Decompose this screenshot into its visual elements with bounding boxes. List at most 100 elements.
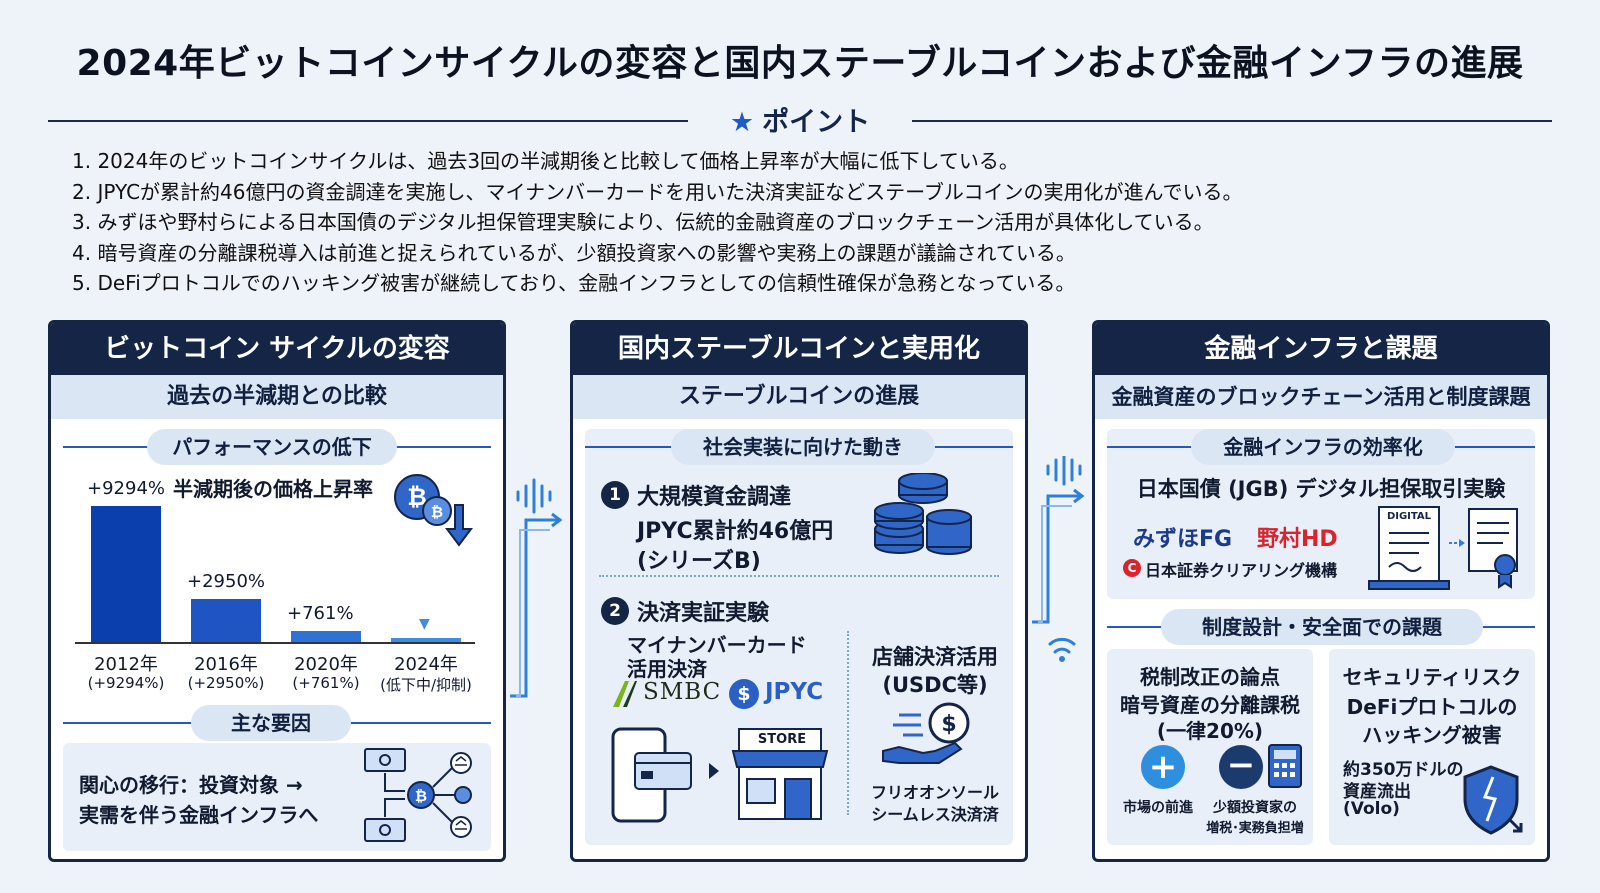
digital-label: DIGITAL — [1386, 511, 1432, 522]
tax-box: 税制改正の論点 暗号資産の分離課税 (一律20%) + − 市場の前進 少額投資… — [1107, 649, 1313, 845]
chart-bar-2020 — [291, 631, 361, 642]
plus-caption: 市場の前進 — [1123, 800, 1193, 816]
chart-bar-2024 — [391, 638, 461, 642]
item1-line: (シリーズB) — [637, 549, 761, 574]
plus-icon: + — [1141, 745, 1185, 789]
chart-category-label: 2024年 — [394, 654, 458, 675]
broken-shield-icon — [1463, 765, 1523, 835]
chart-category-note: (低下中/抑制) — [380, 676, 472, 694]
mizuho-logo-text: みずほFG — [1133, 527, 1233, 552]
chart-category-label: 2016年 — [194, 654, 258, 675]
chart-value-label: +9294% — [87, 478, 165, 499]
panel-title: ビットコイン サイクルの変容 — [51, 323, 503, 375]
chart-value-label: +761% — [287, 603, 354, 624]
point-item: 1. 2024年のビットコインサイクルは、過去3回の半減期後と比較して価格上昇率… — [72, 149, 1019, 173]
security-line: DeFiプロトコルの — [1346, 695, 1518, 719]
bar-chart: +9294% +2950% +761% ▼ 2012年 2016年 2020年 … — [75, 468, 475, 698]
money-to-infrastructure-icon: ₿ — [364, 748, 472, 842]
points-list: 1. 2024年のビットコインサイクルは、過去3回の半減期後と比較して価格上昇率… — [72, 146, 1532, 299]
store-label: STORE — [757, 732, 807, 747]
item1-line: JPYC累計約46億円 — [637, 519, 834, 544]
step-number-2: 2 — [601, 597, 629, 625]
connector-arrow — [510, 478, 563, 698]
factors-box: 関心の移行：投資対象 → 実需を伴う金融インフラへ ₿ — [63, 743, 491, 851]
panel-subtitle: 金融資産のブロックチェーン活用と制度課題 — [1095, 375, 1547, 419]
dotted-divider — [599, 575, 999, 577]
svg-text:₿: ₿ — [415, 787, 427, 805]
dotted-divider-vertical — [847, 631, 849, 815]
panel-stablecoin: 国内ステーブルコインと実用化 ステーブルコインの進展 社会実装に向けた動き 1 … — [570, 320, 1028, 862]
jpyc-logo-text: JPYC — [765, 679, 824, 705]
jasdec-logo-text: 日本証券クリアリング機構 — [1145, 561, 1338, 580]
bitcoin-down-icon: ₿ ₿ — [394, 474, 473, 547]
page-title: 2024年ビットコインサイクルの変容と国内ステーブルコインおよび金融インフラの進… — [76, 43, 1524, 84]
chart-bar-2016 — [191, 599, 261, 642]
security-title: セキュリティリスク — [1342, 665, 1522, 689]
calculator-icon — [1268, 744, 1302, 788]
section-header-performance: パフォーマンスの低下 — [63, 429, 491, 465]
panel-title: 国内ステーブルコインと実用化 — [573, 323, 1025, 375]
chart-bar-2012 — [91, 506, 161, 642]
security-line: ハッキング被害 — [1362, 723, 1502, 747]
tax-line: 暗号資産の分離課税 — [1120, 693, 1300, 717]
shop-caption: フリオオンソール — [870, 783, 999, 802]
svg-text:₿: ₿ — [407, 483, 427, 511]
coin-stack-icon — [874, 473, 972, 555]
tax-title: 税制改正の論点 — [1140, 665, 1280, 689]
chart-baseline — [75, 642, 475, 644]
point-item: 5. DeFiプロトコルでのハッキング被害が継続しており、金融インフラとしての信… — [72, 271, 1076, 295]
points-header: ★ポイント — [729, 107, 871, 138]
jgb-title: 日本国債 (JGB) デジタル担保取引実験 — [1136, 477, 1506, 501]
chart-category-note: (+2950%) — [187, 674, 265, 692]
tax-line: (一律20%) — [1156, 719, 1264, 743]
divider-right — [912, 120, 1552, 122]
minus-icon: − — [1219, 745, 1263, 789]
section-header-issues: 制度設計・安全面での課題 — [1107, 609, 1535, 645]
star-icon: ★ — [729, 107, 755, 138]
panel-bitcoin-cycle: ビットコイン サイクルの変容 過去の半減期との比較 パフォーマンスの低下 半減期… — [48, 320, 506, 862]
chart-category-label: 2020年 — [294, 654, 358, 675]
hand-coin-icon: $ — [882, 702, 970, 764]
section-header-implementation: 社会実装に向けた動き — [585, 429, 1013, 465]
nomura-logo-text: 野村HD — [1257, 527, 1338, 552]
chart-category-note: (+761%) — [292, 674, 360, 692]
connector-arrow — [1032, 456, 1085, 662]
section-header-factors: 主な要因 — [63, 705, 491, 741]
panel-subtitle: 過去の半減期との比較 — [51, 375, 503, 419]
shop-title: (USDC等) — [882, 673, 988, 697]
security-detail: (Volo) — [1343, 799, 1400, 819]
chart-category-note: (+9294%) — [87, 674, 165, 692]
security-detail: 資産流出 — [1343, 782, 1411, 802]
chart-label: 半減期後の価格上昇率 — [173, 477, 373, 501]
minus-caption: 少額投資家の — [1213, 800, 1297, 816]
point-item: 3. みずほや野村らによる日本国債のデジタル担保管理実験により、伝統的金融資産の… — [72, 210, 1214, 234]
security-box: セキュリティリスク DeFiプロトコルの ハッキング被害 約350万ドルの 資産… — [1329, 649, 1535, 845]
svg-text:$: $ — [941, 712, 956, 737]
item2-title: 決済実証実験 — [637, 601, 770, 626]
jpyc-logo-icon: $ — [729, 679, 759, 709]
smbc-logo-text: SMBC — [643, 679, 722, 705]
point-item: 2. JPYCが累計約46億円の資金調達を実施し、マイナンバーカードを用いた決済… — [72, 179, 1243, 204]
factor-text: 関心の移行：投資対象 → — [79, 773, 303, 797]
chart-category-label: 2012年 — [94, 654, 158, 675]
shop-caption: シームレス決済済 — [871, 805, 999, 824]
divider-left — [48, 120, 688, 122]
point-item: 4. 暗号資産の分離課税導入は前進と捉えられているが、少額投資家への影響や実務上… — [72, 240, 1076, 265]
section-header-efficiency: 金融インフラの効率化 — [1107, 429, 1535, 465]
chart-down-marker: ▼ — [419, 616, 430, 632]
shop-title: 店舗決済活用 — [872, 645, 998, 669]
panel-financial-infra: 金融インフラと課題 金融資産のブロックチェーン活用と制度課題 金融インフラの効率… — [1092, 320, 1550, 862]
minus-caption: 増税･実務負担増 — [1206, 821, 1304, 836]
panel-title: 金融インフラと課題 — [1095, 323, 1547, 375]
svg-text:₿: ₿ — [431, 503, 443, 521]
digital-document-icon — [1368, 506, 1518, 590]
step-number-1: 1 — [601, 481, 629, 509]
item2-line: マイナンバーカード — [627, 633, 807, 657]
factor-text: 実需を伴う金融インフラへ — [79, 803, 319, 827]
chart-value-label: +2950% — [187, 571, 265, 592]
item1-title: 大規模資金調達 — [637, 485, 792, 510]
security-detail: 約350万ドルの — [1343, 760, 1464, 780]
smbc-logo-icon — [613, 681, 637, 707]
phone-to-store-icon — [611, 727, 829, 823]
item2-line: 活用決済 — [627, 657, 707, 681]
